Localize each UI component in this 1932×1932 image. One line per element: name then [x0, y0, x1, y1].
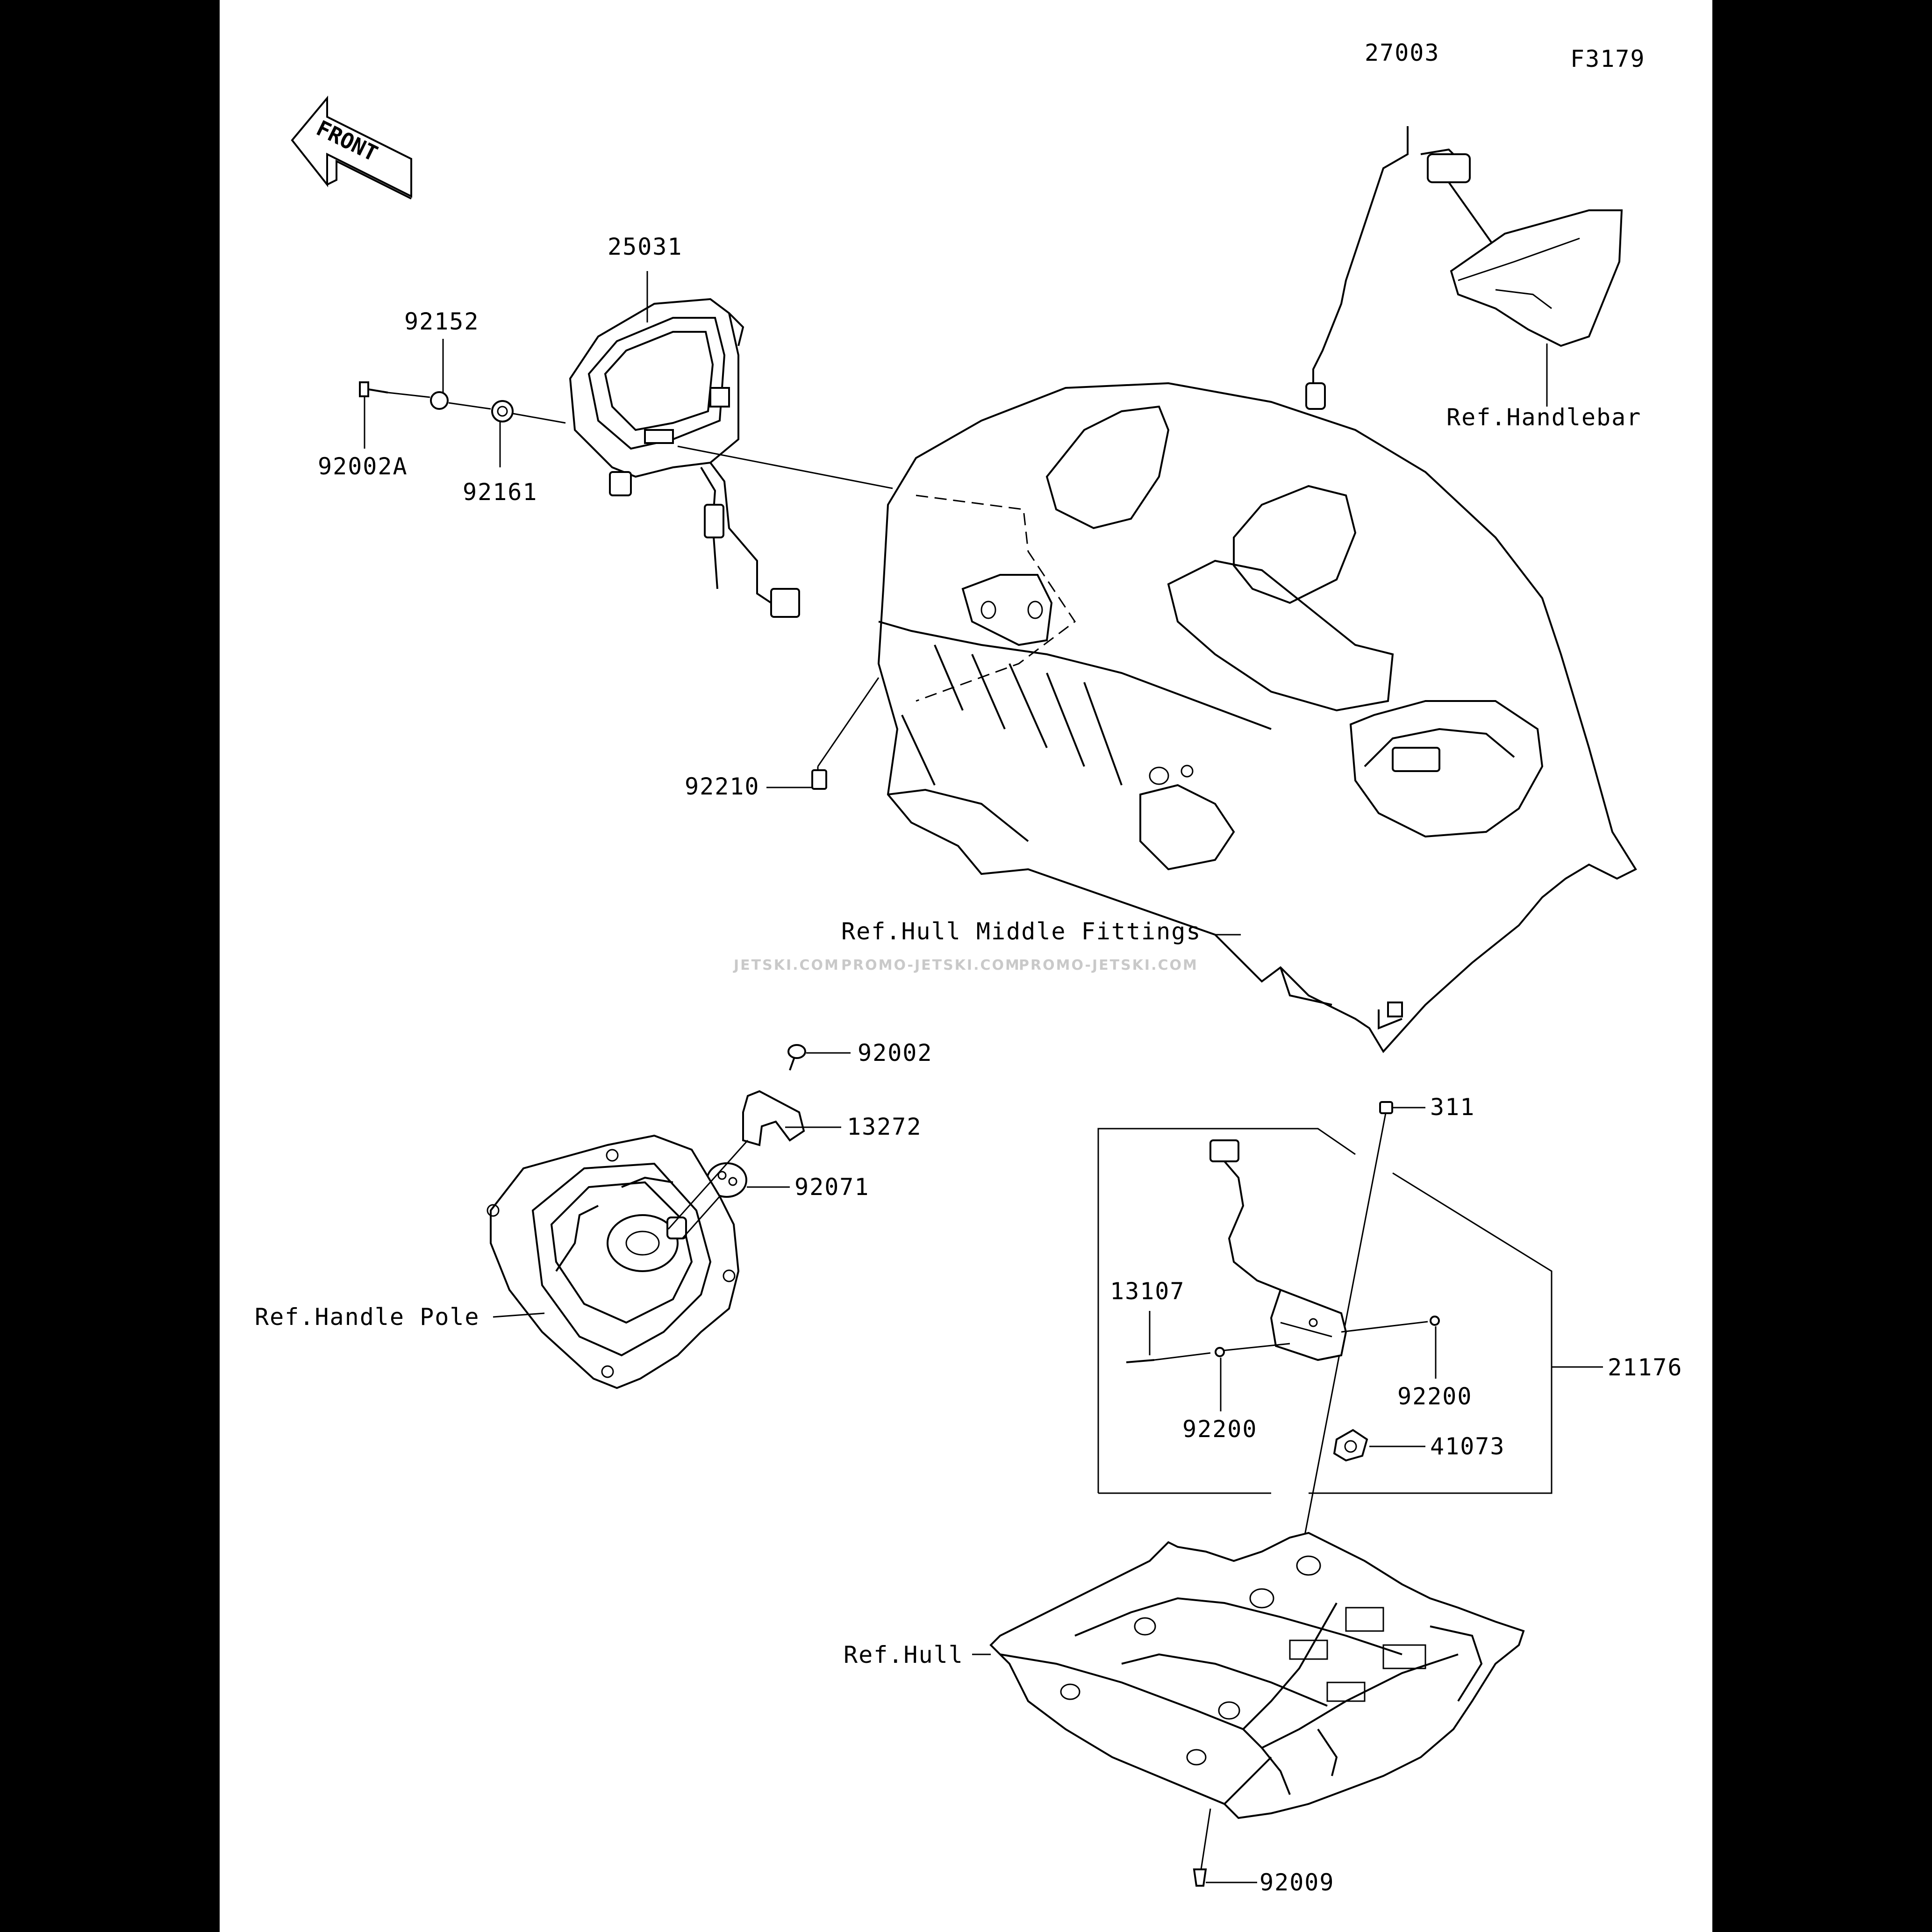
part-switch-sensor — [1209, 1139, 1347, 1361]
part-92002A-bolt — [359, 381, 388, 397]
part-92002-screw — [787, 1044, 806, 1071]
label-25031: 25031 — [608, 233, 683, 260]
label-92200-a: 92200 — [1182, 1416, 1258, 1443]
label-21176: 21176 — [1608, 1354, 1683, 1381]
part-311-nut — [1379, 1101, 1393, 1114]
watermark-2: PROMO-JETSKI.COM — [841, 957, 1021, 973]
label-92002A: 92002A — [318, 453, 408, 480]
figure-code: F3179 — [1570, 45, 1646, 72]
part-41073-spacer — [1333, 1429, 1368, 1462]
ref-hull: Ref.Hull — [844, 1641, 964, 1668]
part-92161-damper — [491, 400, 514, 422]
watermark-3: PROMO-JETSKI.COM — [1019, 957, 1198, 973]
label-13272: 13272 — [847, 1113, 922, 1140]
label-13107: 13107 — [1110, 1278, 1185, 1305]
part-92009-bolt — [1193, 1868, 1207, 1887]
part-92152-collar — [430, 391, 449, 410]
handle-pole-plate — [487, 1134, 740, 1389]
part-27003-sensor — [1305, 126, 1501, 410]
handlebar-ref-part — [1450, 209, 1623, 347]
ref-hull-middle-fittings: Ref.Hull Middle Fittings — [841, 918, 1201, 945]
ref-handlebar: Ref.Handlebar — [1446, 404, 1641, 431]
label-92071: 92071 — [794, 1174, 870, 1201]
label-92152: 92152 — [404, 308, 479, 335]
front-label: FRONT — [313, 115, 382, 166]
label-311: 311 — [1430, 1094, 1475, 1121]
label-41073: 41073 — [1430, 1433, 1505, 1460]
label-92002: 92002 — [858, 1039, 933, 1066]
label-92200-b: 92200 — [1397, 1383, 1473, 1410]
ref-handle-pole: Ref.Handle Pole — [255, 1303, 480, 1331]
part-92200-collar-b — [1430, 1316, 1440, 1326]
label-92161: 92161 — [463, 479, 538, 506]
part-13272-plate — [742, 1090, 805, 1146]
label-92210: 92210 — [685, 773, 760, 800]
part-92200-collar-a — [1215, 1347, 1225, 1357]
label-92009: 92009 — [1259, 1869, 1335, 1896]
part-25031-meter — [569, 298, 800, 618]
front-arrow-icon: FRONT — [291, 95, 412, 200]
hull-middle-fittings — [877, 382, 1637, 1053]
part-13107-pin — [1126, 1359, 1155, 1363]
watermark-1: JETSKI.COM — [733, 957, 840, 973]
part-92210-nut — [811, 769, 827, 790]
label-27003: 27003 — [1365, 39, 1440, 66]
leader-92210 — [817, 677, 880, 767]
hull-part — [989, 1531, 1525, 1819]
kit-21176-box — [1097, 1128, 1553, 1494]
